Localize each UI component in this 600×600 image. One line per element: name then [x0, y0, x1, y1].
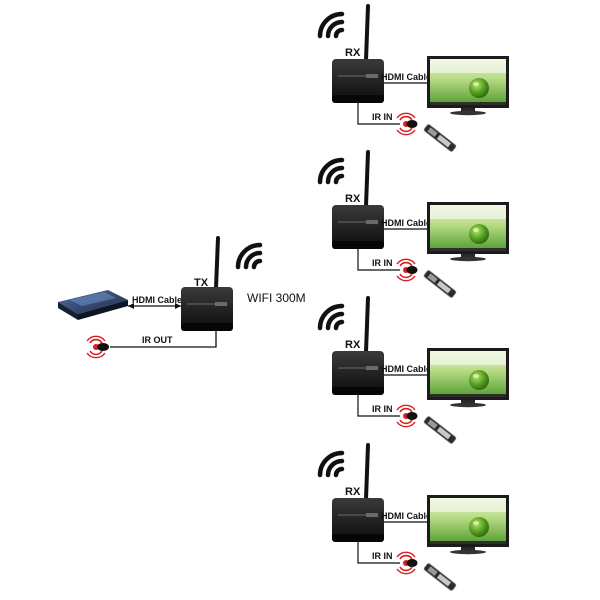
remote-control-icon: [422, 123, 458, 153]
tx-box: [181, 287, 233, 331]
receiver-list: RX HDMI Cable IR IN RX HDMI Cable IR IN RX HDMI…: [320, 4, 509, 592]
rx-antenna: [364, 4, 370, 62]
rx-box: [332, 205, 384, 249]
remote-control-icon: [422, 562, 458, 592]
rx-box: [332, 59, 384, 103]
rx-ir-in-label: IR IN: [372, 258, 393, 268]
remote-control-icon: [422, 269, 458, 299]
ir-emitter-icon: [86, 335, 109, 359]
tx-hdmi-arrow-right: [175, 303, 181, 309]
rx-hdmi-cable-label: HDMI Cable: [381, 218, 431, 228]
wifi-signal-icon: [320, 14, 342, 36]
rx-box: [332, 351, 384, 395]
receiver-unit: RX HDMI Cable IR IN: [320, 443, 509, 592]
rx-ir-in-label: IR IN: [372, 551, 393, 561]
rx-label: RX: [345, 193, 361, 205]
remote-control-icon: [422, 415, 458, 445]
rx-ir-in-label: IR IN: [372, 404, 393, 414]
wifi-signal-icon: [320, 160, 342, 182]
tx-hdmi-cable-label: HDMI Cable: [132, 295, 182, 305]
rx-label: RX: [345, 47, 361, 59]
wifi-label: WIFI 300M: [247, 291, 306, 305]
rx-antenna: [364, 443, 370, 501]
tx-ir-out-label: IR OUT: [142, 335, 173, 345]
rx-antenna: [364, 296, 370, 354]
rx-hdmi-cable-label: HDMI Cable: [381, 364, 431, 374]
rx-antenna: [364, 150, 370, 208]
tx-label: TX: [194, 277, 209, 289]
ir-receiver-head: [406, 559, 418, 567]
tx-ir-out-cable: [110, 331, 217, 348]
tx-antenna: [214, 236, 220, 290]
rx-box: [332, 498, 384, 542]
rx-ir-in-cable: [357, 249, 400, 271]
wifi-signal-icon: [320, 453, 342, 475]
wifi-signal-icon: [238, 245, 260, 267]
rx-label: RX: [345, 486, 361, 498]
tx-hdmi-arrow-left: [128, 303, 134, 309]
ir-receiver-head: [406, 266, 418, 274]
tv-icon: [427, 202, 509, 262]
rx-hdmi-cable-label: HDMI Cable: [381, 511, 431, 521]
tv-icon: [427, 348, 509, 408]
rx-ir-in-label: IR IN: [372, 112, 393, 122]
rx-label: RX: [345, 339, 361, 351]
ir-receiver-head: [406, 412, 418, 420]
blu-ray-player-icon: [58, 290, 128, 320]
rx-ir-in-cable: [357, 395, 400, 417]
tv-icon: [427, 56, 509, 116]
ir-receiver-head: [406, 120, 418, 128]
receiver-unit: RX HDMI Cable IR IN: [320, 150, 509, 299]
receiver-unit: RX HDMI Cable IR IN: [320, 4, 509, 153]
rx-ir-in-cable: [357, 103, 400, 125]
receiver-unit: RX HDMI Cable IR IN: [320, 296, 509, 445]
wifi-signal-icon: [320, 306, 342, 328]
rx-ir-in-cable: [357, 542, 400, 564]
rx-hdmi-cable-label: HDMI Cable: [381, 72, 431, 82]
tv-icon: [427, 495, 509, 555]
